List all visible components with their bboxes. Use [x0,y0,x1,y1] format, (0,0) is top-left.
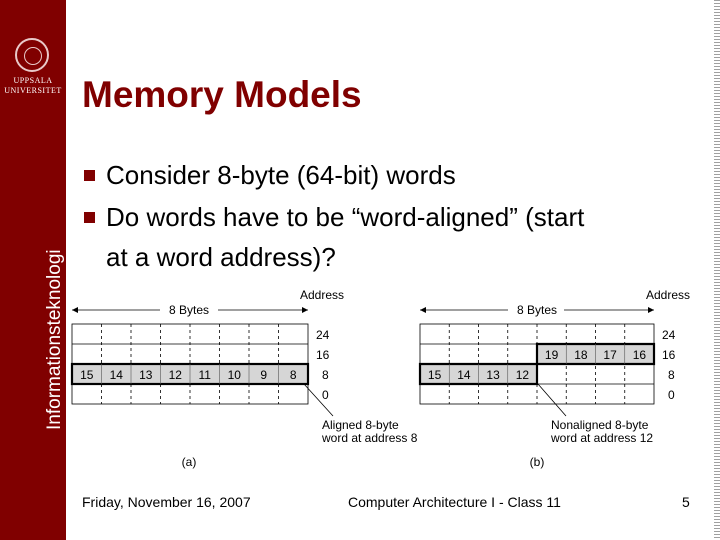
arrowhead-icon [420,307,426,313]
arrowhead-icon [302,307,308,313]
byte-cell: 11 [199,368,212,382]
byte-cell: 13 [486,368,500,382]
address-label: Address [300,288,344,302]
panel-a: Address 8 Bytes [70,288,418,469]
caption-pointer [537,383,567,417]
slide-title: Memory Models [82,74,362,115]
arrowhead-icon [648,307,654,313]
caption-line2: word at address 12 [550,431,653,445]
panel-b: Address 8 Bytes [418,288,690,469]
address-value: 0 [668,388,675,402]
arrowhead-icon [72,307,78,313]
address-value: 24 [662,328,676,342]
address-value: 8 [668,368,675,382]
caption-pointer [303,383,334,417]
caption-line2: word at address 8 [321,431,418,445]
byte-cell: 17 [603,348,617,362]
address-value: 24 [316,328,330,342]
byte-cell: 14 [457,368,471,382]
nonaligned-word-outline [418,342,656,386]
byte-cell: 18 [574,348,588,362]
footer-course: Computer Architecture I - Class 11 [348,494,561,510]
byte-cell: 13 [139,368,153,382]
caption-line1: Nonaligned 8-byte [551,418,649,432]
byte-cell: 15 [428,368,442,382]
byte-cell: 15 [80,368,94,382]
byte-cell: 16 [633,348,647,362]
bullet-square-icon [84,212,95,223]
caption-line1: Aligned 8-byte [322,418,399,432]
address-value: 16 [662,348,676,362]
byte-cell: 12 [169,368,183,382]
byte-cell: 9 [260,368,267,382]
university-name-line1: UPPSALA [13,76,53,85]
width-label: 8 Bytes [517,303,557,317]
bullet-text-2: Do words have to be “word-aligned” (star… [106,202,585,232]
byte-cell: 10 [228,368,242,382]
byte-cell: 19 [545,348,559,362]
sidebar: UPPSALA UNIVERSITET Informationsteknolog… [0,0,66,540]
decorative-edge [714,0,720,540]
byte-cell: 8 [290,368,297,382]
address-value: 16 [316,348,330,362]
address-value: 0 [322,388,329,402]
university-name-line2: UNIVERSITET [4,86,62,95]
panel-label: (a) [182,455,197,469]
footer-date: Friday, November 16, 2007 [82,494,251,510]
university-seal-icon [15,38,49,72]
bullet-text-2-continued: at a word address)? [106,242,336,272]
byte-cell: 14 [110,368,124,382]
panel-label: (b) [530,455,545,469]
width-label: 8 Bytes [169,303,209,317]
byte-cell: 12 [516,368,530,382]
address-label: Address [646,288,690,302]
page-number: 5 [682,494,690,510]
bullet-text-1: Consider 8-byte (64-bit) words [106,160,456,190]
address-value: 8 [322,368,329,382]
bullet-square-icon [84,170,95,181]
